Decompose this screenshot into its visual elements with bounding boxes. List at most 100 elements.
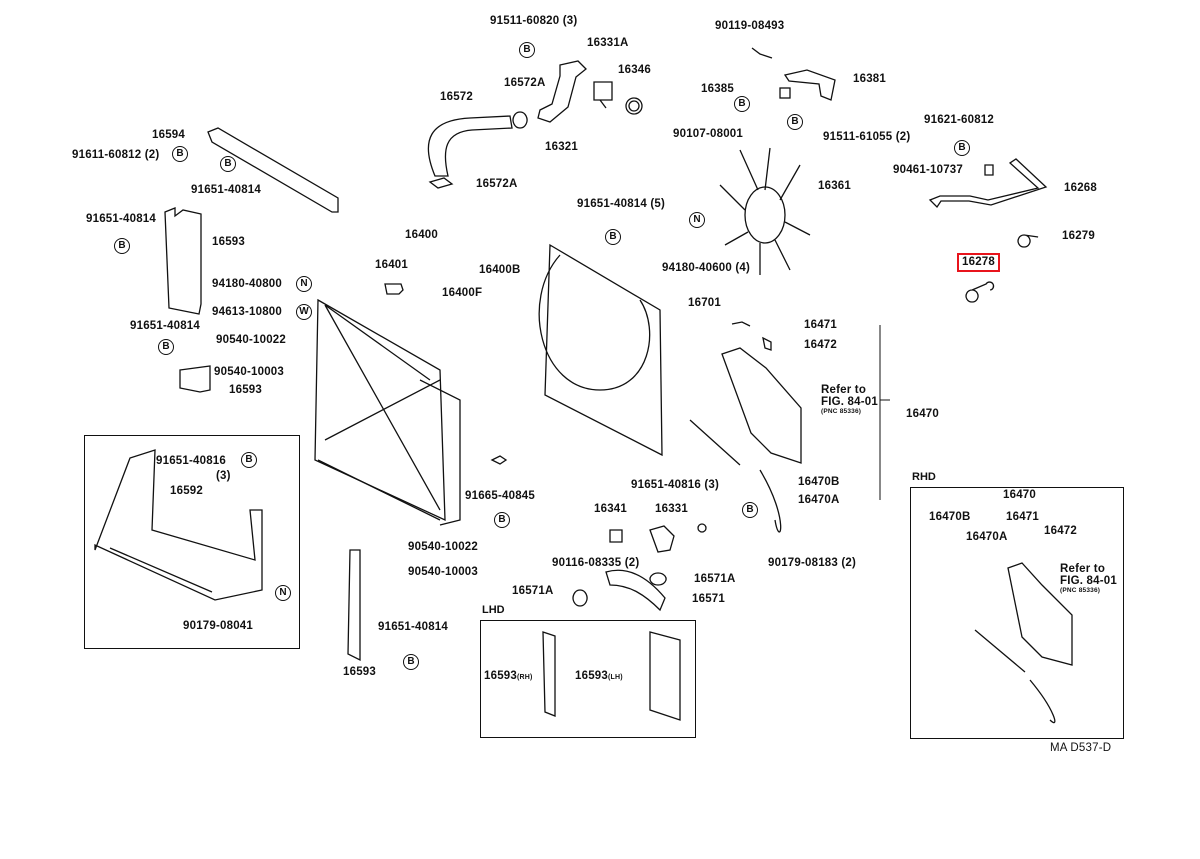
clamp-16572A-upper[interactable] bbox=[512, 111, 528, 129]
label-16572[interactable]: 16572 bbox=[440, 91, 473, 103]
drain-cock-16400B[interactable] bbox=[490, 455, 508, 465]
label-16470[interactable]: 16470 bbox=[906, 408, 939, 420]
label-16381[interactable]: 16381 bbox=[853, 73, 886, 85]
label-16593-lower[interactable]: 16593 bbox=[229, 384, 262, 396]
seal-16593-lower[interactable] bbox=[179, 365, 211, 393]
clamp-16571A-a[interactable] bbox=[572, 589, 588, 607]
cap-16471[interactable] bbox=[731, 321, 751, 327]
label-90540-10022-left[interactable]: 90540-10022 bbox=[216, 334, 286, 346]
label-16331[interactable]: 16331 bbox=[655, 503, 688, 515]
clamp-16571A-b[interactable] bbox=[649, 572, 667, 586]
label-16279[interactable]: 16279 bbox=[1062, 230, 1095, 242]
label-16571A-right[interactable]: 16571A bbox=[694, 573, 736, 585]
label-16385[interactable]: 16385 bbox=[701, 83, 734, 95]
label-16401[interactable]: 16401 bbox=[375, 259, 408, 271]
label-90179-08041[interactable]: 90179-08041 bbox=[183, 620, 253, 632]
label-90116-08335[interactable]: 90116-08335 (2) bbox=[552, 557, 640, 569]
stay-16594[interactable] bbox=[207, 127, 339, 213]
under-cover-16592[interactable] bbox=[94, 449, 263, 601]
seal-16593-lh[interactable] bbox=[649, 631, 681, 721]
cap-16401[interactable] bbox=[384, 283, 404, 295]
reservoir-rhd[interactable] bbox=[1007, 562, 1073, 666]
label-16571[interactable]: 16571 bbox=[692, 593, 725, 605]
label-16400F[interactable]: 16400F bbox=[442, 287, 483, 299]
label-94180-40600[interactable]: 94180-40600 (4) bbox=[662, 262, 751, 274]
label-16572A-upper[interactable]: 16572A bbox=[504, 77, 546, 89]
label-16341[interactable]: 16341 bbox=[594, 503, 627, 515]
part-16472[interactable] bbox=[762, 336, 772, 351]
label-16321[interactable]: 16321 bbox=[545, 141, 578, 153]
water-inlet-16321[interactable] bbox=[537, 60, 587, 123]
label-90119-08493[interactable]: 90119-08493 bbox=[715, 20, 785, 32]
clamp-16572A-lower[interactable] bbox=[428, 177, 454, 189]
label-16572A-lower[interactable]: 16572A bbox=[476, 178, 518, 190]
label-91511-60820[interactable]: 91511-60820 (3) bbox=[490, 15, 578, 27]
label-16470B[interactable]: 16470B bbox=[798, 476, 840, 488]
label-94180-40800[interactable]: 94180-40800 bbox=[212, 278, 282, 290]
bolt-90179-08183[interactable] bbox=[697, 523, 707, 533]
label-91651-40814-seal-lower[interactable]: 91651-40814 bbox=[130, 320, 200, 332]
label-16471[interactable]: 16471 bbox=[804, 319, 837, 331]
part-16278[interactable] bbox=[965, 281, 995, 303]
fan-shroud-16701[interactable] bbox=[538, 243, 663, 457]
label-91651-40816-3[interactable]: 91651-40816 (3) bbox=[631, 479, 720, 491]
label-91651-40814-5[interactable]: 91651-40814 (5) bbox=[577, 198, 666, 210]
label-16470-rhd[interactable]: 16470 bbox=[1003, 489, 1036, 501]
label-90540-10003-right[interactable]: 90540-10003 bbox=[408, 566, 478, 578]
label-16400[interactable]: 16400 bbox=[405, 229, 438, 241]
radiator-16400[interactable] bbox=[314, 298, 461, 526]
label-16571A-left[interactable]: 16571A bbox=[512, 585, 554, 597]
label-16361[interactable]: 16361 bbox=[818, 180, 851, 192]
label-16400B[interactable]: 16400B bbox=[479, 264, 521, 276]
hose-16470A[interactable] bbox=[689, 419, 782, 533]
thermostat-16331A[interactable] bbox=[593, 81, 613, 109]
label-90540-10003-left[interactable]: 90540-10003 bbox=[214, 366, 284, 378]
label-91611-60812[interactable]: 91611-60812 (2) bbox=[72, 149, 160, 161]
label-16278-highlighted[interactable]: 16278 bbox=[957, 253, 1000, 272]
label-16593-upper[interactable]: 16593 bbox=[212, 236, 245, 248]
label-16470A-rhd[interactable]: 16470A bbox=[966, 531, 1008, 543]
refer-note-rhd[interactable]: Refer to FIG. 84-01 (PNC 85336) bbox=[1060, 563, 1117, 595]
label-90461-10737[interactable]: 90461-10737 bbox=[893, 164, 963, 176]
label-91665-40845[interactable]: 91665-40845 bbox=[465, 490, 535, 502]
label-16472-rhd[interactable]: 16472 bbox=[1044, 525, 1077, 537]
label-16470A[interactable]: 16470A bbox=[798, 494, 840, 506]
label-16470B-rhd[interactable]: 16470B bbox=[929, 511, 971, 523]
outlet-16331[interactable] bbox=[649, 525, 675, 553]
label-16472[interactable]: 16472 bbox=[804, 339, 837, 351]
label-91511-61055[interactable]: 91511-61055 (2) bbox=[823, 131, 911, 143]
reservoir-16470[interactable] bbox=[721, 347, 802, 464]
label-91651-40816-cover[interactable]: 91651-40816 bbox=[156, 455, 226, 467]
bolt-90119-08493[interactable] bbox=[751, 47, 773, 59]
part-16385[interactable] bbox=[779, 87, 791, 99]
label-16268[interactable]: 16268 bbox=[1064, 182, 1097, 194]
label-16593-lh[interactable]: 16593(LH) bbox=[575, 670, 623, 684]
seal-16593-upper[interactable] bbox=[164, 207, 202, 315]
hose-rhd[interactable] bbox=[974, 629, 1056, 724]
hose-16268[interactable] bbox=[928, 158, 1048, 209]
label-16593-rh[interactable]: 16593(RH) bbox=[484, 670, 533, 684]
label-16471-rhd[interactable]: 16471 bbox=[1006, 511, 1039, 523]
label-90179-08183[interactable]: 90179-08183 (2) bbox=[768, 557, 857, 569]
seal-16593-mid[interactable] bbox=[347, 549, 361, 662]
label-qty-3-cover[interactable]: (3) bbox=[216, 470, 231, 482]
label-94613-10800[interactable]: 94613-10800 bbox=[212, 306, 282, 318]
refer-note-lhd[interactable]: Refer to FIG. 84-01 (PNC 85336) bbox=[821, 384, 878, 416]
gasket-16346[interactable] bbox=[625, 97, 643, 115]
bracket-16381[interactable] bbox=[783, 69, 836, 101]
label-16701[interactable]: 16701 bbox=[688, 297, 721, 309]
label-16592[interactable]: 16592 bbox=[170, 485, 203, 497]
label-16346[interactable]: 16346 bbox=[618, 64, 651, 76]
label-91621-60812[interactable]: 91621-60812 bbox=[924, 114, 994, 126]
hose-16571[interactable] bbox=[605, 569, 666, 612]
hose-16572[interactable] bbox=[427, 115, 513, 177]
part-16279[interactable] bbox=[1017, 234, 1039, 248]
label-90107-08001[interactable]: 90107-08001 bbox=[673, 128, 743, 140]
label-91651-40814-seal-mid[interactable]: 91651-40814 bbox=[378, 621, 448, 633]
label-90540-10022-right[interactable]: 90540-10022 bbox=[408, 541, 478, 553]
label-16593-mid[interactable]: 16593 bbox=[343, 666, 376, 678]
label-91651-40814-stay[interactable]: 91651-40814 bbox=[191, 184, 261, 196]
seal-16593-rh[interactable] bbox=[542, 631, 556, 717]
label-16594[interactable]: 16594 bbox=[152, 129, 185, 141]
label-16331A[interactable]: 16331A bbox=[587, 37, 629, 49]
